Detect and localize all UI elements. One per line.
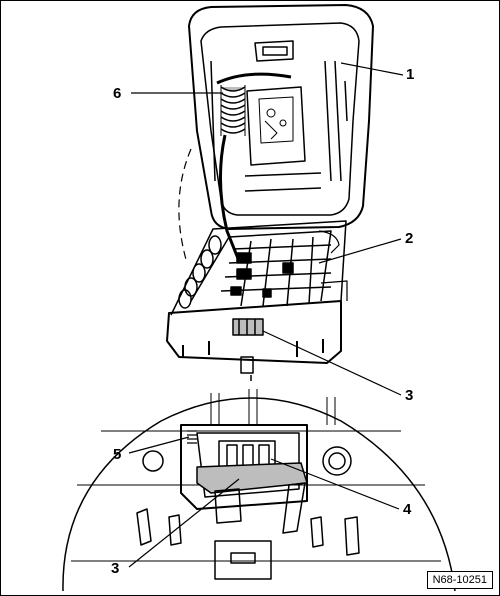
lid-part — [188, 4, 374, 230]
leader-lines — [128, 62, 404, 568]
detail-view — [62, 375, 456, 592]
callout-5: 5 — [113, 446, 122, 463]
callout-2: 2 — [405, 230, 414, 247]
callout-4: 4 — [403, 501, 412, 518]
base-part — [166, 220, 348, 374]
coiled-cable-part — [216, 72, 292, 262]
figure-reference-number: N68-10251 — [426, 571, 493, 589]
callout-6: 6 — [113, 85, 122, 102]
swing-arc — [178, 148, 192, 264]
callout-3-lower: 3 — [111, 560, 120, 577]
callout-3-upper: 3 — [405, 387, 414, 404]
callout-1: 1 — [406, 66, 415, 83]
